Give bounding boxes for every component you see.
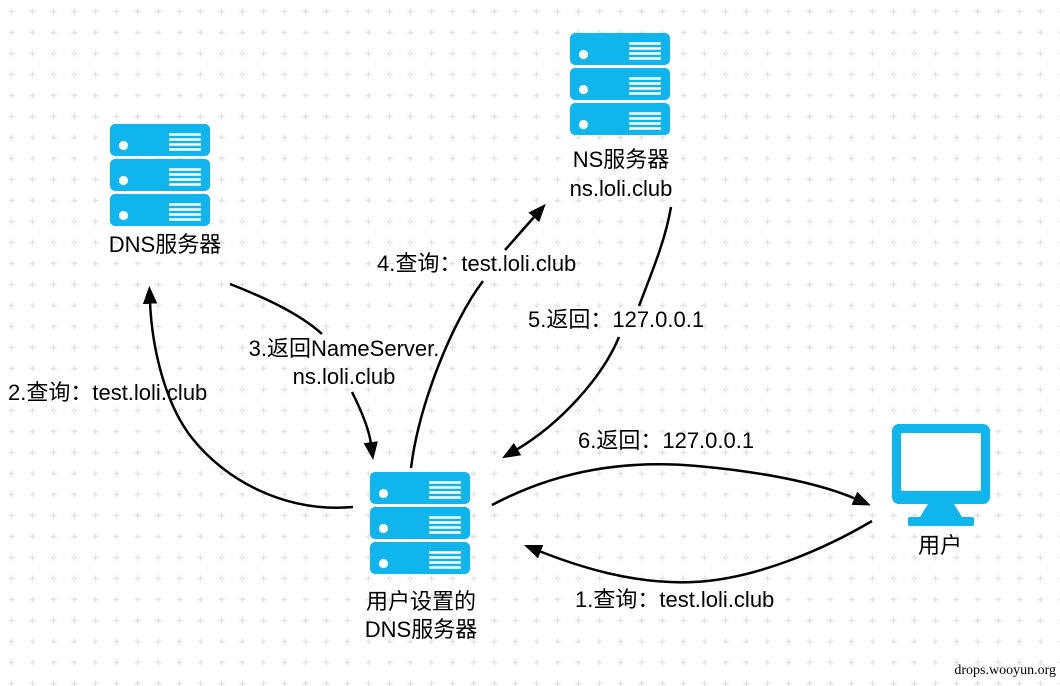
ns-server-label-line1: NS服务器	[572, 147, 670, 172]
dns-server-label: DNS服务器	[108, 232, 222, 257]
local-dns-server-icon	[368, 470, 472, 576]
arrow-1-query	[523, 519, 873, 584]
dns-server-icon	[108, 122, 212, 228]
edges-layer	[142, 203, 873, 584]
watermark: drops.wooyun.org	[954, 663, 1056, 678]
local-dns-server-label-line2: DNS服务器	[364, 617, 478, 642]
edge-label-6: 6.返回：127.0.0.1	[578, 428, 755, 453]
edge-label-2: 2.查询：test.loli.club	[8, 380, 208, 405]
arrow-4-query-segment-b	[504, 203, 546, 251]
local-dns-server-label-line1: 用户设置的	[365, 589, 477, 614]
edge-label-1: 1.查询：test.loli.club	[575, 587, 775, 612]
ns-server-icon	[568, 31, 672, 137]
edge-label-3: 3.返回NameServer. ns.loli.club	[249, 335, 440, 391]
edge-label-5: 5.返回：127.0.0.1	[528, 307, 705, 332]
user-monitor-icon	[892, 424, 990, 526]
local-dns-server-label: 用户设置的 DNS服务器	[365, 588, 477, 644]
arrow-3-return-segment-a	[229, 282, 323, 335]
arrow-4-query-segment-a	[409, 280, 484, 469]
arrow-2-query	[142, 285, 354, 509]
arrow-3-return-segment-b	[350, 391, 378, 461]
arrow-5-return-segment-b	[502, 336, 621, 459]
edge-label-3-line1: 3.返回NameServer.	[248, 336, 440, 361]
arrow-6-return	[491, 463, 871, 507]
edge-label-4: 4.查询：test.loli.club	[377, 251, 577, 276]
arrow-5-return-segment-a	[637, 206, 673, 307]
edge-label-3-line2: ns.loli.club	[292, 364, 396, 389]
user-label: 用户	[917, 533, 963, 558]
ns-server-label: NS服务器 ns.loli.club	[570, 145, 673, 203]
ns-server-hostname: ns.loli.club	[569, 176, 673, 201]
